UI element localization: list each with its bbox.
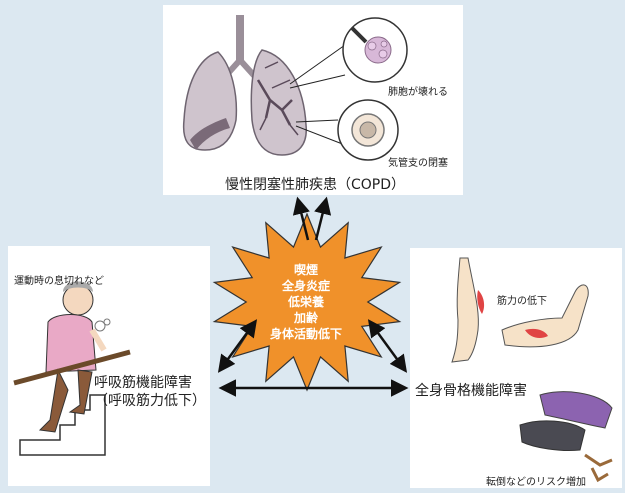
fallen-person-illustration [519, 391, 613, 483]
factor-aging: 加齢 [293, 311, 318, 325]
musculoskeletal-title: 全身骨格機能障害 [415, 383, 527, 399]
bronchus-label: 気管支の閉塞 [388, 158, 448, 169]
fall-risk-label: 転倒などのリスク増加 [486, 477, 586, 488]
copd-title: 慢性閉塞性肺疾患（COPD） [225, 177, 406, 193]
respiratory-subtitle: （呼吸筋力低下） [94, 393, 206, 409]
leg-illustration [451, 257, 485, 363]
relationship-arrows [217, 196, 409, 397]
respiratory-caption: 運動時の息切れなど [14, 276, 104, 287]
factor-malnutrition: 低栄養 [287, 295, 324, 309]
respiratory-title: 呼吸筋機能障害 [94, 375, 192, 391]
alveoli-callout [342, 17, 408, 83]
elderly-person-illustration [13, 281, 131, 456]
factor-systemic-inflammation: 全身炎症 [281, 279, 330, 293]
risk-factors-list: 喫煙 全身炎症 低栄養 加齢 身体活動低下 [254, 262, 358, 342]
factor-smoking: 喫煙 [293, 263, 318, 277]
muscle-loss-label: 筋力の低下 [497, 296, 547, 307]
respiratory-panel [8, 246, 210, 486]
lungs-illustration [182, 15, 346, 156]
bronchus-callout [337, 99, 399, 161]
factor-reduced-physical-activity: 身体活動低下 [269, 327, 342, 341]
arm-illustration [501, 284, 589, 348]
alveoli-label: 肺胞が壊れる [388, 87, 448, 98]
